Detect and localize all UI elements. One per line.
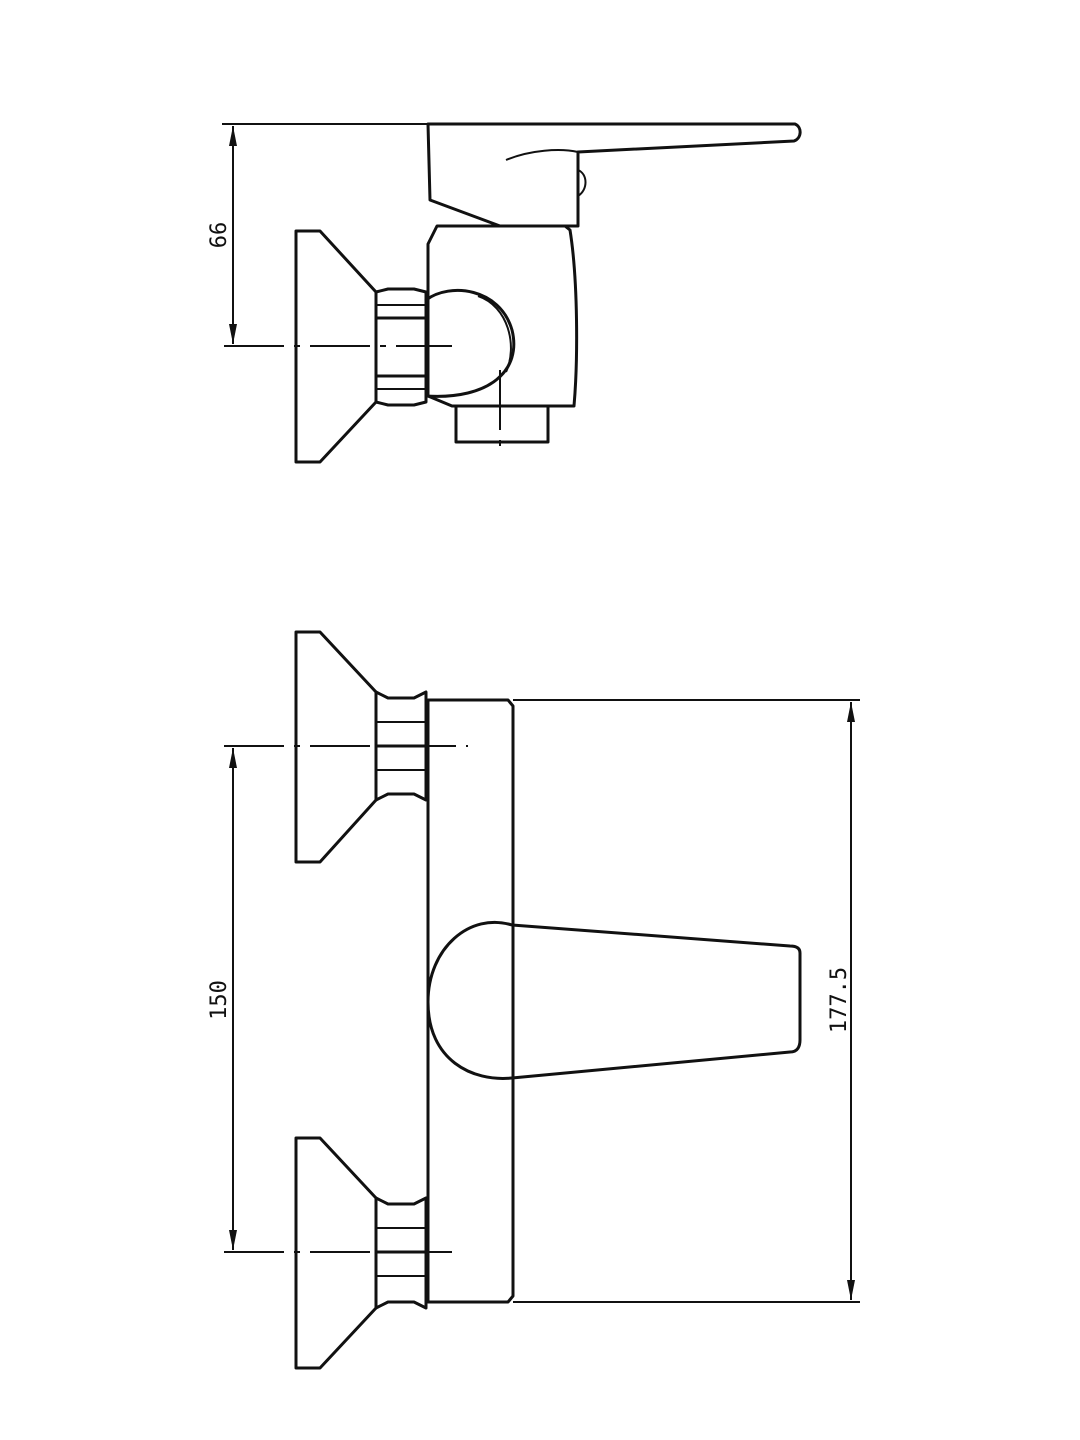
side-valve-body [426, 224, 579, 408]
front-valve-body [426, 698, 515, 1304]
front-view: 150 177.5 [207, 630, 860, 1370]
dimension-label-66: 66 [207, 222, 232, 249]
side-lever [426, 122, 802, 228]
front-lever [426, 920, 802, 1080]
dimension-side-height: 66 [207, 123, 428, 344]
dimension-inlet-spacing: 150 [207, 748, 237, 1250]
dimension-label-150: 150 [207, 980, 232, 1020]
side-view: 66 [207, 122, 802, 464]
dimension-label-177-5: 177.5 [827, 967, 852, 1033]
side-hex-nut [374, 287, 428, 407]
dimension-body-length: 177.5 [513, 699, 860, 1303]
side-connector [424, 288, 516, 398]
side-outlet [454, 404, 550, 444]
